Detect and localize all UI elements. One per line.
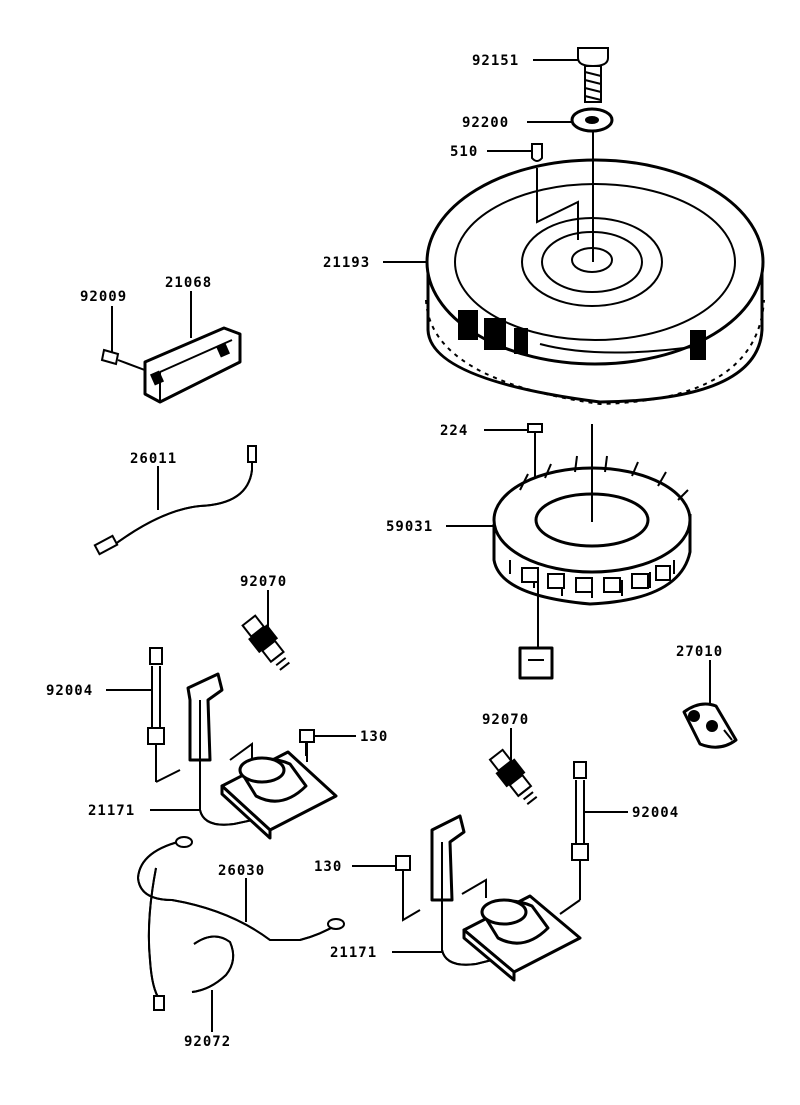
callout-spark-plug-right: 92070: [482, 712, 529, 728]
callout-module: 21068: [165, 275, 212, 291]
callout-key: 510: [450, 144, 478, 160]
callout-spark-plug-left: 92070: [240, 574, 287, 590]
callout-harness: 26030: [218, 863, 265, 879]
connector-part: [682, 702, 738, 749]
key-part: [531, 143, 543, 162]
callout-stud-right: 92004: [632, 805, 679, 821]
module-part: [143, 326, 242, 404]
callout-washer: 92200: [462, 115, 509, 131]
callout-stud-left: 92004: [46, 683, 93, 699]
callout-coil-right: 21171: [330, 945, 377, 961]
callout-connector: 27010: [676, 644, 723, 660]
callout-coil-bolt-left: 130: [360, 729, 388, 745]
stud-left-part: [147, 647, 181, 783]
callout-coil-left: 21171: [88, 803, 135, 819]
spark-plug-left-part: [241, 614, 290, 671]
callout-stator: 59031: [386, 519, 433, 535]
stud-right-part: [559, 761, 589, 915]
coil-bolt-left-part: [299, 729, 315, 762]
callout-flywheel: 21193: [323, 255, 370, 271]
callout-stator-bolt: 224: [440, 423, 468, 439]
bolt-top-part: [577, 47, 609, 103]
callout-coil-bolt-right: 130: [314, 859, 342, 875]
washer-part: [570, 107, 614, 133]
harness-part: [136, 836, 345, 1011]
coil-right-part: [430, 814, 582, 982]
spark-plug-right-part: [488, 748, 538, 805]
callout-clip: 92072: [184, 1034, 231, 1050]
coil-left-part: [186, 672, 338, 840]
clip-part: [191, 935, 235, 993]
stator-bolt-part: [527, 423, 543, 482]
callout-bolt-top: 92151: [472, 53, 519, 69]
callout-screw-module: 92009: [80, 289, 127, 305]
coil-bolt-right-part: [395, 855, 421, 922]
lead-wire-part: [93, 445, 257, 556]
callout-lead-wire: 26011: [130, 451, 177, 467]
screw-module-part: [100, 306, 151, 373]
flywheel-part: [425, 158, 765, 406]
